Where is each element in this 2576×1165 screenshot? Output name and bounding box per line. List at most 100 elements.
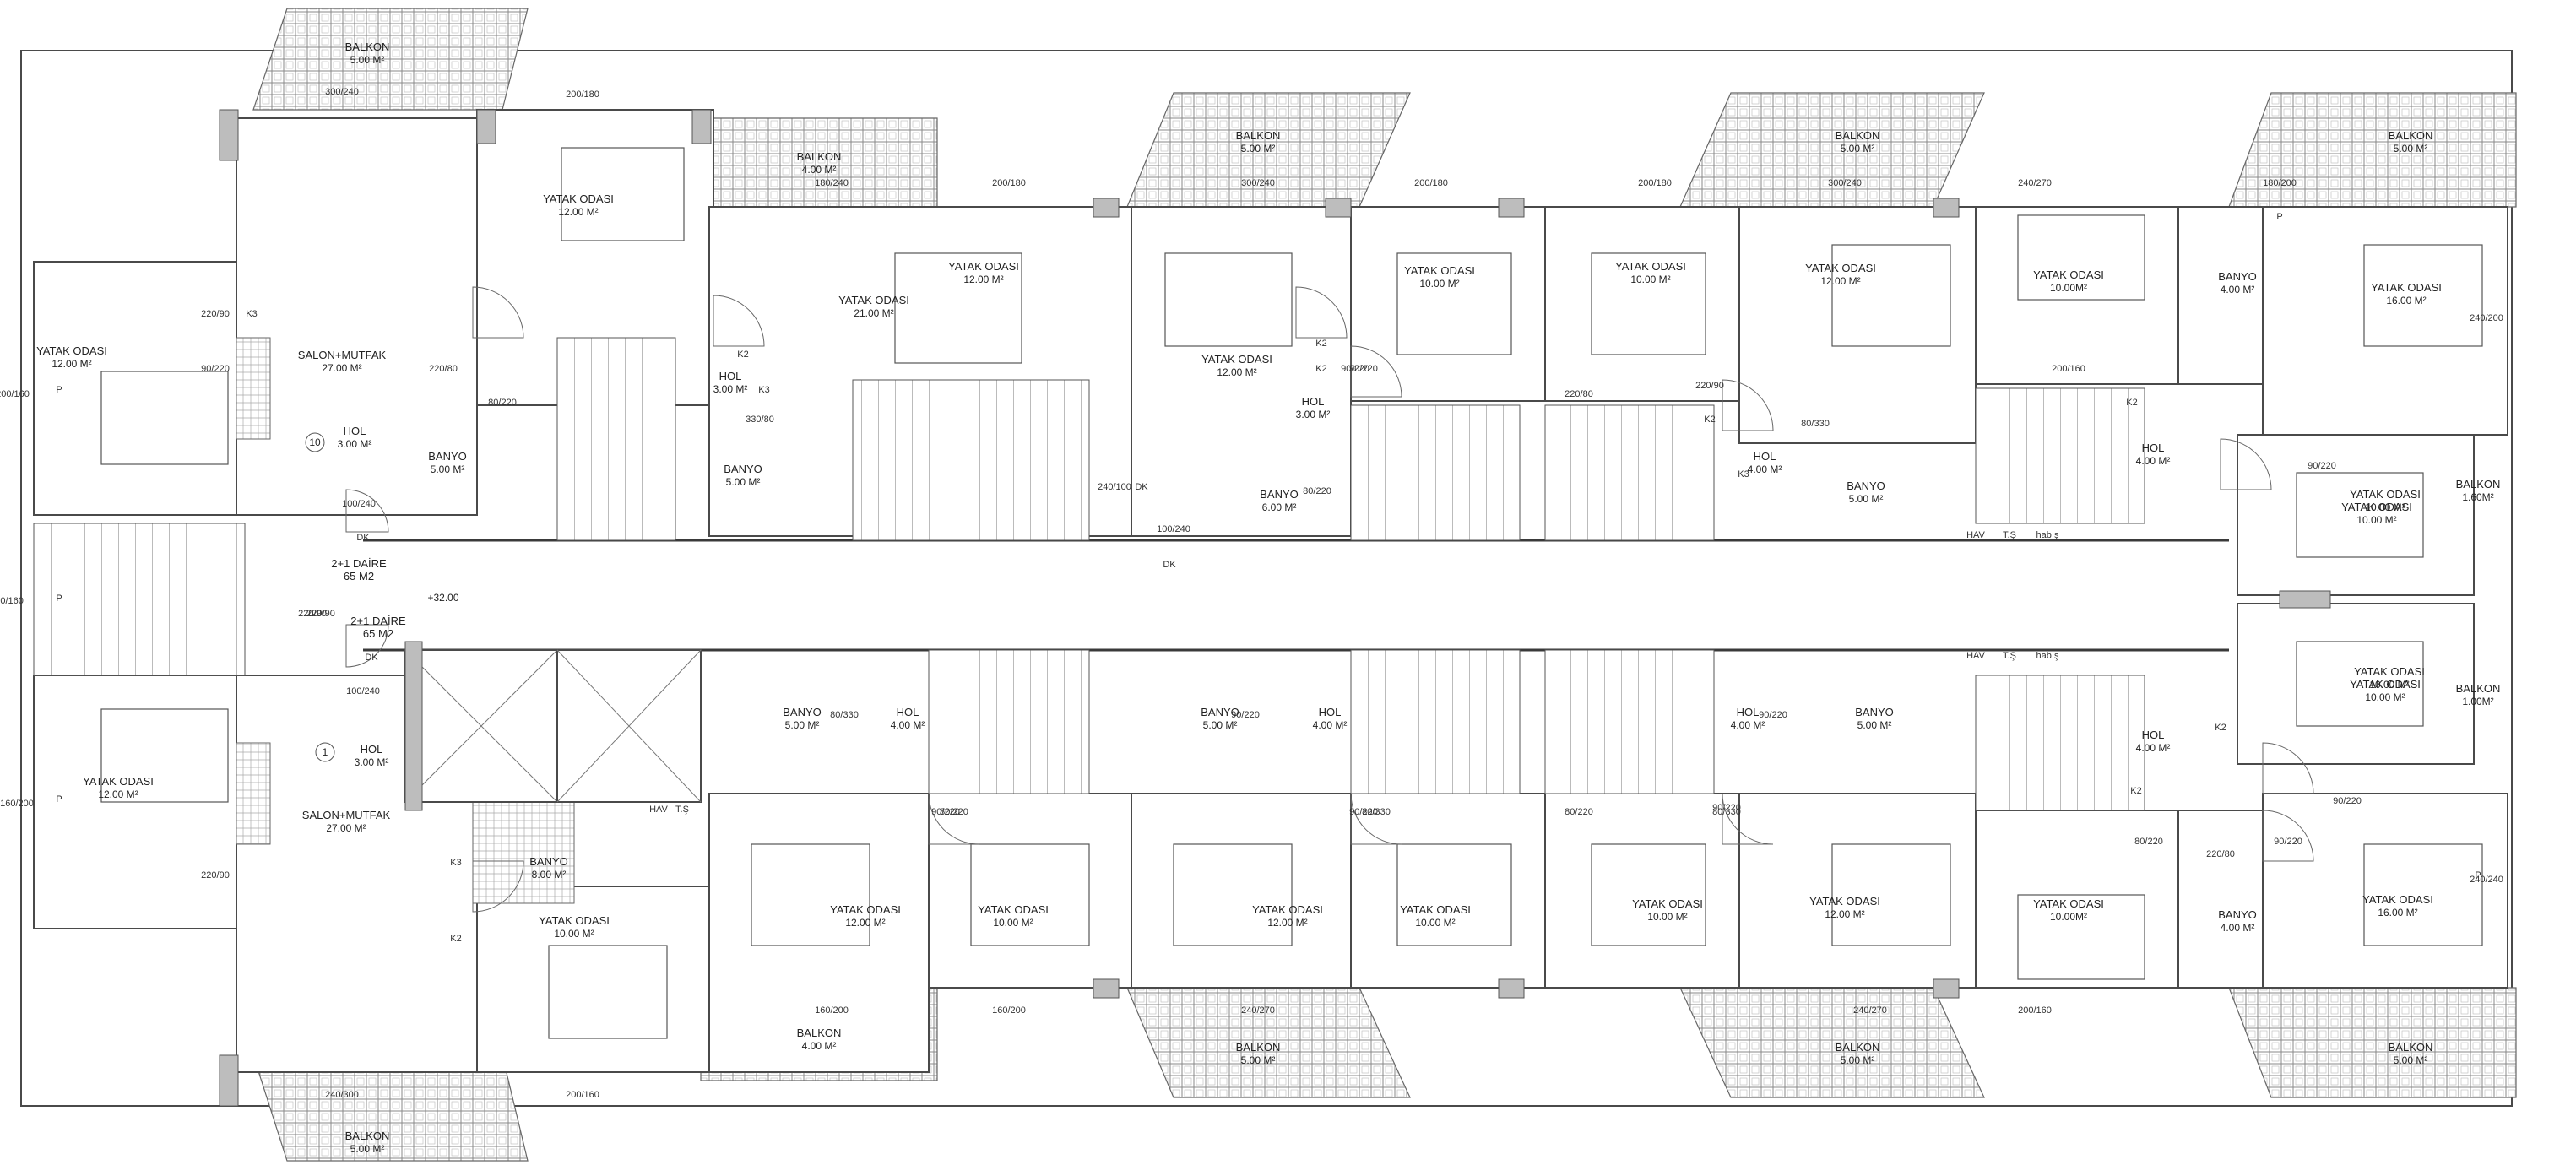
bed-furniture [100,147,2483,1039]
room-name: SALON+MUTFAK [298,349,387,361]
room-area: 12.00 M² [52,358,91,370]
room-area: 4.00 M² [2136,455,2171,467]
tag-p: P [56,593,62,604]
room-name: YATAK ODASI [539,914,610,927]
dimension-label: 90/220 [1349,807,1378,817]
room-name: HOL [1302,395,1325,408]
room-name: YATAK ODASI [1632,897,1703,910]
room-name: YATAK ODASI [543,192,614,205]
room-area: 10.00M² [2050,911,2087,923]
room-area: 4.00 M² [802,164,837,176]
dimension-label: 90/220 [1712,803,1741,813]
room-area: 5.00 M² [1241,1054,1276,1066]
room-area: 4.00 M² [2221,284,2255,295]
dimension-label: 240/270 [2018,178,2052,188]
room-name: YATAK ODASI [1201,353,1272,366]
dimension-label: 80/330 [830,710,859,720]
room-name: HOL [1737,706,1760,718]
dimension-label: 220/80 [1565,389,1593,399]
room-name: BANYO [783,706,822,718]
room-name: YATAK ODASI [2033,268,2104,281]
unit-area: 65 M2 [344,570,374,582]
dimension-label: 100/240 [346,686,380,696]
room-name: YATAK ODASI [2362,893,2433,906]
room-name: BANYO [2218,270,2257,283]
tag-k3: K3 [450,858,461,868]
room-name: YATAK ODASI [1400,903,1471,916]
dimension-label: 300/240 [1828,178,1862,188]
dimension-label: 300/240 [325,87,359,97]
tag-hav: HAV [1966,651,1985,661]
dimension-label: 200/180 [1638,178,1672,188]
dimension-label: 90/220 [2274,837,2302,847]
room-area: 10.00 M² [2365,501,2405,513]
room-name: YATAK ODASI [2033,897,2104,910]
room-name: BANYO [1855,706,1894,718]
dimension-label: 200/160 [0,596,24,606]
room-name: HOL [1319,706,1342,718]
dimension-label: 220/90 [298,609,327,619]
tag-k2: K2 [1315,339,1326,349]
room-name: BALKON [1836,1041,1880,1054]
room-area: 10.00 M² [1419,278,1459,290]
room-name: YATAK ODASI [2350,488,2421,501]
room-name: BANYO [428,450,467,463]
dimension-label: 220/90 [201,870,230,881]
room-area: 10.00 M² [2365,691,2405,703]
tag-hav: HAV [649,805,668,815]
room-area: 12.00 M² [845,917,885,929]
room-name: BALKON [797,1027,842,1039]
tag-k2: K2 [2130,786,2141,796]
unit-name: 2+1 DAİRE [350,615,406,627]
unit-number: 1 [323,746,328,758]
room-area: 4.00 M² [891,719,925,731]
dimension-label: 200/160 [2018,1005,2052,1016]
room-name: SALON+MUTFAK [302,809,391,821]
room-area: 4.00 M² [1731,719,1765,731]
tag-p: P [56,794,62,805]
room-name: BANYO [1847,480,1885,492]
room-name: BALKON [1236,129,1281,142]
room-area: 12.00 M² [1267,917,1307,929]
room-area: 8.00 M² [532,869,567,881]
dimension-label: 160/200 [815,1005,849,1016]
room-area: 27.00 M² [322,362,361,374]
room-area: 10.00 M² [1415,917,1455,929]
room-area: 10.00 M² [554,928,594,940]
tag-dk: DK [365,653,378,663]
stairwells [33,337,2145,811]
dimension-label: 100/240 [1157,524,1190,534]
room-area: 3.00 M² [713,383,748,395]
dimension-label: 90/220 [2308,461,2336,471]
room-area: 27.00 M² [326,822,366,834]
unit-name: 2+1 DAİRE [331,557,387,570]
room-name: HOL [2142,729,2165,741]
room-name: YATAK ODASI [2341,501,2412,513]
dimension-label: 240/270 [1853,1005,1887,1016]
dimension-label: 330/80 [746,415,774,425]
room-name: YATAK ODASI [1615,260,1686,273]
tag-k2: K2 [2126,398,2137,408]
dimension-label: 90/220 [1759,710,1787,720]
dimension-label: 90/220 [931,807,960,817]
dimension-label: 200/160 [0,389,30,399]
dimension-label: 90/220 [201,364,230,374]
dimension-label: 80/330 [1712,807,1741,817]
room-name: BANYO [2218,908,2257,921]
room-name: YATAK ODASI [830,903,901,916]
room-area: 5.00 M² [350,1143,385,1155]
tag-p: P [2276,212,2282,222]
room-area: 5.00 M² [1841,1054,1875,1066]
room-name: YATAK ODASI [83,775,154,788]
room-area: 5.00 M² [1849,493,1884,505]
dimension-label: 220/90 [201,309,230,319]
tag-p: P [56,385,62,395]
room-name: BANYO [1260,488,1299,501]
room-area: 5.00 M² [431,463,465,475]
room-name: YATAK ODASI [1809,895,1880,908]
room-area: 5.00 M² [1203,719,1238,731]
tag-labels: DKDKDKDKK2K2K2K2K2K3K3K3K3K2K2K2PPPPPHAV… [56,212,2481,944]
room-name: HOL [361,743,383,756]
dimension-label: 180/240 [815,178,849,188]
